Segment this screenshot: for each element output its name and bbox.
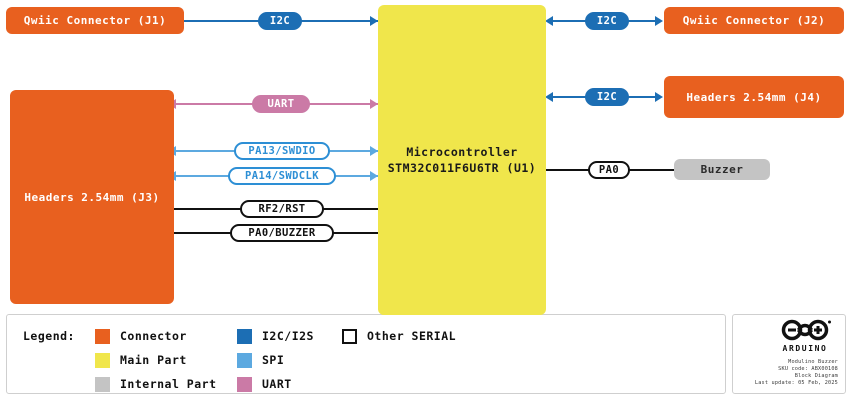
signal-label: I2C xyxy=(596,91,618,103)
block-qwiic-connector-j2[interactable]: Qwiic Connector (J2) xyxy=(664,7,844,34)
block-headers-j4[interactable]: Headers 2.54mm (J4) xyxy=(664,76,844,118)
signal-pill-pa0-buzzer[interactable]: PA0/BUZZER xyxy=(230,224,334,242)
legend-swatch-internal-part xyxy=(95,376,110,392)
arduino-logo: ARDUINO xyxy=(773,319,837,353)
legend-swatch-other-serial xyxy=(342,328,357,344)
legend-item-uart: UART xyxy=(237,373,314,395)
block-label: Headers 2.54mm (J4) xyxy=(686,90,822,104)
signal-label: RF2/RST xyxy=(258,203,306,215)
legend-label: UART xyxy=(262,377,292,391)
product-name: Modulino Buzzer xyxy=(788,359,838,365)
signal-pill-uart[interactable]: UART xyxy=(252,95,310,113)
block-qwiic-connector-j1[interactable]: Qwiic Connector (J1) xyxy=(6,7,184,34)
legend-swatch-connector xyxy=(95,328,110,344)
legend-column-buses: I2C/I2S SPI UART xyxy=(237,325,314,397)
legend-label: SPI xyxy=(262,353,285,367)
signal-pill-i2c-j2[interactable]: I2C xyxy=(585,12,629,30)
block-label: Headers 2.54mm (J3) xyxy=(24,190,160,204)
block-label: Qwiic Connector (J1) xyxy=(23,14,167,27)
info-card: ARDUINO Modulino Buzzer SKU code: ABX001… xyxy=(732,314,846,394)
arrow-right-i2c-j2 xyxy=(655,16,663,26)
signal-label: PA14/SWDCLK xyxy=(245,170,319,182)
legend-item-other-serial: Other SERIAL xyxy=(342,325,456,347)
legend-swatch-spi xyxy=(237,352,252,368)
arduino-wordmark: ARDUINO xyxy=(782,344,828,353)
legend-label: I2C/I2S xyxy=(262,329,314,343)
block-headers-j3[interactable]: Headers 2.54mm (J3) xyxy=(10,90,174,304)
signal-label: PA0 xyxy=(598,164,620,176)
diagram-canvas: Qwiic Connector (J1) Headers 2.54mm (J3)… xyxy=(6,5,844,315)
legend-label: Connector xyxy=(120,329,187,343)
legend-label: Main Part xyxy=(120,353,187,367)
legend-swatch-uart xyxy=(237,376,252,392)
legend-panel: Legend: Connector Main Part Internal Par… xyxy=(6,314,726,394)
legend-title: Legend: xyxy=(23,329,75,343)
legend-column-parts: Connector Main Part Internal Part xyxy=(95,325,217,397)
signal-pill-pa0[interactable]: PA0 xyxy=(588,161,630,179)
arrow-right-i2c-j4 xyxy=(655,92,663,102)
signal-label: UART xyxy=(267,98,295,110)
arduino-infinity-icon xyxy=(781,319,831,341)
legend-label: Internal Part xyxy=(120,377,217,391)
block-label: Buzzer xyxy=(700,163,744,176)
arrow-right-uart-u1 xyxy=(370,99,378,109)
legend-column-other: Other SERIAL xyxy=(342,325,456,349)
legend-item-main-part: Main Part xyxy=(95,349,217,371)
signal-label: I2C xyxy=(596,15,618,27)
arrow-left-i2c-u1-j2 xyxy=(545,16,553,26)
block-label-line1: Microcontroller xyxy=(406,145,518,159)
legend-item-i2c-i2s: I2C/I2S xyxy=(237,325,314,347)
legend-swatch-main-part xyxy=(95,352,110,368)
block-buzzer[interactable]: Buzzer xyxy=(674,159,770,180)
signal-pill-pa13-swdio[interactable]: PA13/SWDIO xyxy=(234,142,330,160)
block-label: Qwiic Connector (J2) xyxy=(682,14,826,27)
block-microcontroller-u1[interactable]: Microcontroller STM32C011F6U6TR (U1) xyxy=(378,5,546,315)
legend-label: Other SERIAL xyxy=(367,329,457,343)
signal-pill-i2c-j4[interactable]: I2C xyxy=(585,88,629,106)
signal-pill-rf2-rst[interactable]: RF2/RST xyxy=(240,200,324,218)
sku-code: SKU code: ABX00108 xyxy=(778,366,838,372)
arrow-right-pa14-u1 xyxy=(370,171,378,181)
signal-pill-pa14-swdclk[interactable]: PA14/SWDCLK xyxy=(228,167,336,185)
arrow-right-pa13-u1 xyxy=(370,146,378,156)
legend-item-spi: SPI xyxy=(237,349,314,371)
legend-item-internal-part: Internal Part xyxy=(95,373,217,395)
doc-type: Block Diagram xyxy=(794,373,838,379)
legend-swatch-i2c-i2s xyxy=(237,328,252,344)
legend-item-connector: Connector xyxy=(95,325,217,347)
arrow-right-i2c-u1 xyxy=(370,16,378,26)
block-label-line2: STM32C011F6U6TR (U1) xyxy=(387,161,537,175)
signal-label: PA13/SWDIO xyxy=(248,145,316,157)
last-update: Last update: 05 Feb, 2025 xyxy=(754,380,838,386)
arrow-left-i2c-u1-j4 xyxy=(545,92,553,102)
signal-label: I2C xyxy=(269,15,291,27)
signal-label: PA0/BUZZER xyxy=(248,227,316,239)
signal-pill-i2c-j1[interactable]: I2C xyxy=(258,12,302,30)
